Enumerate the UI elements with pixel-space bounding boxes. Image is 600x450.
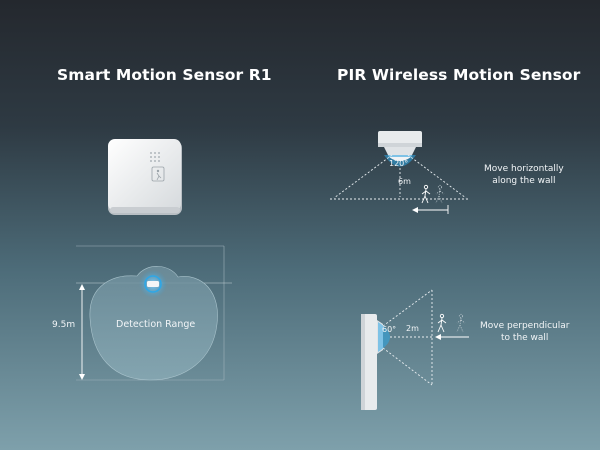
- pir-ceiling-diagram: [330, 131, 470, 214]
- r1-device: [108, 139, 182, 215]
- detection-range-label: Detection Range: [116, 319, 196, 330]
- walking-person-ghost-icon-2: [456, 313, 466, 333]
- arrow-left-icon: [412, 207, 418, 213]
- distance-label-bottom: 2m: [406, 324, 419, 333]
- arrow-left-icon-2: [435, 334, 441, 340]
- pir-wall-diagram: [361, 289, 469, 410]
- detection-cone-side: [378, 322, 390, 352]
- walking-person-ghost-icon: [435, 184, 445, 204]
- title-smart-motion-sensor: Smart Motion Sensor R1: [57, 66, 272, 84]
- sensor-ring-icon: [144, 275, 162, 293]
- height-label-top: 6m: [398, 177, 411, 186]
- arrow-down-icon: [79, 374, 85, 380]
- caption-perpendicular: Move perpendicular to the wall: [480, 320, 569, 344]
- caption-perpendicular-line1: Move perpendicular: [480, 321, 570, 331]
- sensor-mini-icon: [147, 281, 159, 287]
- walking-person-icon-2: [437, 313, 447, 333]
- caption-horizontal-line1: Move horizontally: [484, 164, 564, 174]
- caption-horizontal-line2: along the wall: [492, 176, 556, 186]
- caption-horizontal: Move horizontally along the wall: [484, 163, 564, 187]
- title-pir-motion-sensor: PIR Wireless Motion Sensor: [337, 66, 581, 84]
- caption-perpendicular-line2: to the wall: [501, 333, 549, 343]
- angle-label-bottom: 60°: [382, 325, 397, 334]
- walking-person-icon: [421, 184, 431, 204]
- arrow-up-icon: [79, 284, 85, 290]
- detection-area-blob: [89, 266, 218, 381]
- detection-range-diagram: [76, 245, 232, 381]
- angle-label-top: 120°: [389, 159, 409, 168]
- height-label-left: 9.5m: [52, 320, 76, 330]
